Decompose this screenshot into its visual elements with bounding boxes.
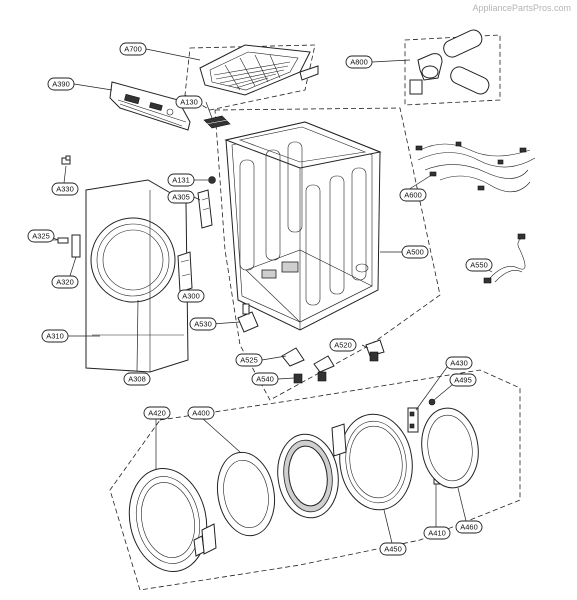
watermark-text: AppliancePartsPros.com (472, 3, 571, 13)
svg-text:A530: A530 (194, 320, 212, 329)
a400-door-glass (216, 451, 276, 537)
label-a460: A460 (455, 520, 483, 534)
label-a600: A600 (399, 188, 427, 202)
label-a320: A320 (51, 275, 79, 289)
label-a520: A520 (329, 338, 357, 352)
svg-text:A495: A495 (454, 376, 472, 385)
a310-front-panel (85, 179, 189, 373)
cabinet-group-boundary (214, 107, 441, 401)
label-a700: A700 (119, 42, 147, 56)
a330-hinge-bracket (61, 155, 71, 165)
label-a390: A390 (47, 77, 75, 91)
svg-text:A308: A308 (128, 375, 146, 384)
svg-text:A430: A430 (450, 359, 468, 368)
svg-text:A310: A310 (46, 332, 64, 341)
label-a500: A500 (401, 245, 429, 259)
a800-vent-kit (409, 29, 490, 95)
svg-text:A420: A420 (148, 409, 166, 418)
a420-door-outer (128, 468, 208, 572)
label-a130: A130 (175, 95, 203, 109)
door-group-boundary (109, 369, 521, 591)
a460-door-gasket (421, 407, 479, 489)
label-a325: A325 (27, 229, 55, 243)
a320-hinge (71, 234, 81, 258)
label-a305: A305 (167, 190, 195, 204)
a540-leveling-feet (293, 351, 379, 384)
svg-text:A390: A390 (52, 80, 70, 89)
label-a420: A420 (143, 406, 171, 420)
label-a495: A495 (449, 373, 477, 387)
a130-filter-housing (203, 115, 231, 129)
a131-switch (208, 176, 216, 184)
svg-text:A800: A800 (350, 58, 368, 67)
svg-text:A131: A131 (172, 176, 190, 185)
svg-text:A460: A460 (460, 523, 478, 532)
svg-text:A520: A520 (334, 341, 352, 350)
a390-control-board (109, 81, 191, 131)
label-a800: A800 (345, 55, 373, 69)
door-handle (193, 523, 217, 557)
a700-top-plate (199, 44, 319, 96)
label-a330: A330 (51, 182, 79, 196)
label-a410: A410 (423, 526, 451, 540)
svg-text:A400: A400 (192, 409, 210, 418)
a550-power-cord (483, 233, 526, 284)
a450-door-frame (331, 413, 413, 511)
label-a550: A550 (465, 258, 493, 272)
svg-text:A540: A540 (256, 375, 274, 384)
a800-group-boundary (404, 34, 501, 106)
a500-cabinet (224, 121, 382, 331)
svg-text:A500: A500 (406, 248, 424, 257)
label-a525: A525 (235, 353, 263, 367)
svg-text:A450: A450 (384, 545, 402, 554)
a430-door-hinge (407, 407, 419, 433)
svg-text:A330: A330 (56, 185, 74, 194)
label-a530: A530 (189, 317, 217, 331)
label-a430: A430 (445, 356, 473, 370)
a305-latch (197, 189, 213, 229)
label-a400: A400 (187, 406, 215, 420)
label-a450: A450 (379, 542, 407, 556)
a300-door-switch (177, 251, 193, 293)
svg-text:A700: A700 (124, 45, 142, 54)
a525-bracket (281, 347, 335, 373)
a530-bracket (237, 303, 259, 333)
svg-text:A550: A550 (470, 261, 488, 270)
inner-door-ring (277, 433, 339, 519)
svg-text:A410: A410 (428, 529, 446, 538)
svg-text:A325: A325 (32, 232, 50, 241)
label-a310: A310 (41, 329, 69, 343)
label-a308: A308 (123, 372, 151, 386)
label-a131: A131 (167, 173, 195, 187)
svg-text:A130: A130 (180, 98, 198, 107)
svg-text:A320: A320 (56, 278, 74, 287)
label-a300: A300 (177, 289, 205, 303)
svg-text:A305: A305 (172, 193, 190, 202)
a495-screw (428, 398, 436, 406)
a700-group-boundary (184, 44, 316, 111)
label-a540: A540 (251, 372, 279, 386)
svg-text:A600: A600 (404, 191, 422, 200)
svg-text:A525: A525 (240, 356, 258, 365)
svg-text:A300: A300 (182, 292, 200, 301)
a600-wire-harness (415, 141, 536, 193)
